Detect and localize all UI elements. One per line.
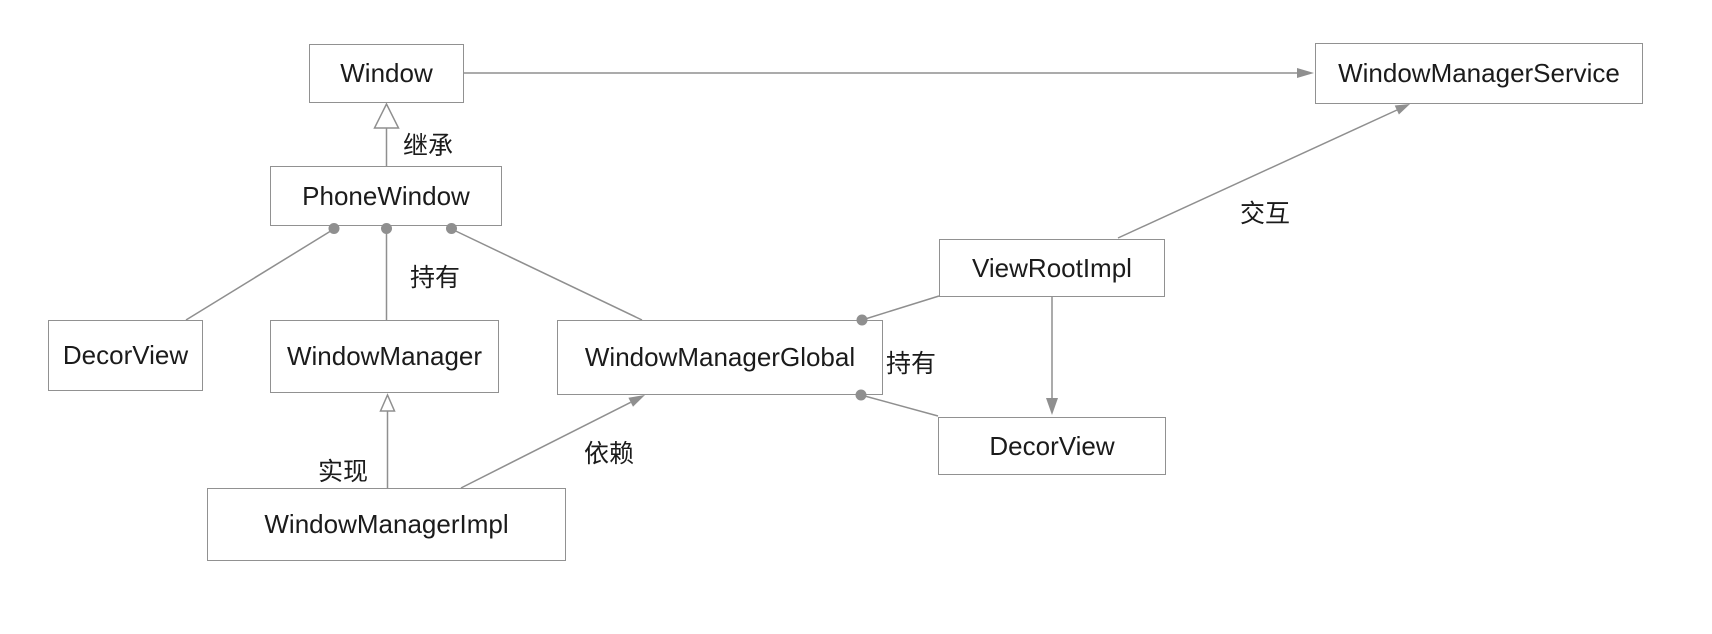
edge-label-hold-window-manager: 持有 [410,264,461,292]
edge-window-to-wms [464,68,1314,78]
node-decor-view-left: DecorView [48,320,203,391]
node-view-root-impl: ViewRootImpl [939,239,1165,297]
node-window-manager-service-label: WindowManagerService [1338,58,1620,88]
node-window: Window [309,44,464,103]
node-view-root-impl-label: ViewRootImpl [972,252,1132,283]
edge-phonewindow-to-windowmanager [381,223,392,320]
edge-phonewindow-to-window-inheritance [373,102,400,166]
edge-label-depend: 依赖 [584,440,635,468]
edge-label-interact: 交互 [1240,200,1291,228]
edge-label-implement: 实现 [318,458,369,486]
node-phone-window: PhoneWindow [270,166,502,226]
node-window-manager-global: WindowManagerGlobal [557,320,883,395]
node-decor-view-right: DecorView [938,417,1166,475]
edge-wmimpl-to-windowmanager-realization [379,393,396,488]
node-window-manager-impl: WindowManagerImpl [207,488,566,561]
node-window-manager-label: WindowManager [286,341,483,371]
edge-phonewindow-to-decorview [185,223,340,321]
node-window-manager-global-label: WindowManagerGlobal [584,342,856,372]
node-window-label: Window [340,58,433,88]
node-window-manager-service: WindowManagerService [1315,43,1643,104]
edge-label-hold-global: 持有 [886,350,937,378]
node-window-manager: WindowManager [270,320,499,393]
edge-viewrootimpl-to-decorview [1046,297,1058,415]
edge-label-inherit: 继承 [403,132,454,160]
node-decor-view-left-label: DecorView [62,340,189,370]
node-decor-view-right-label: DecorView [989,430,1115,461]
node-phone-window-label: PhoneWindow [302,180,470,211]
node-window-manager-impl-label: WindowManagerImpl [264,509,509,539]
edge-phonewindow-to-wmglobal [446,223,643,321]
